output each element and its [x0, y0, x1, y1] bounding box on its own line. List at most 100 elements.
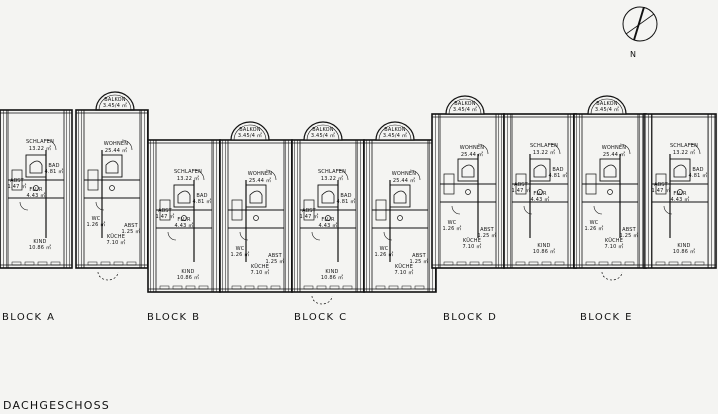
- room-label: WC: [92, 216, 101, 222]
- wall-rect: [244, 285, 255, 290]
- wall-rect: [50, 261, 61, 266]
- room-label: KÜCHE: [107, 233, 125, 240]
- room-label: BALKON: [454, 101, 476, 107]
- room-label: ABST: [124, 223, 139, 229]
- wall-rect: [554, 261, 565, 266]
- door-swing: [523, 205, 533, 215]
- room-label: 10.86 ㎡: [29, 244, 51, 251]
- room-label: KIND: [537, 243, 550, 249]
- room-label: 1.26 ㎡: [585, 225, 604, 232]
- block-d-label: BLOCK D: [443, 312, 497, 323]
- wall-rect: [126, 261, 137, 266]
- wall-rect: [655, 261, 666, 266]
- wall-rect: [24, 261, 35, 266]
- wall-rect: [185, 285, 196, 290]
- wall-rect: [694, 261, 705, 266]
- room-label: 13.22 ㎡: [29, 145, 51, 152]
- room-label: WOHNEN: [602, 145, 627, 151]
- room-label: 4.81 ㎡: [45, 168, 64, 175]
- toilet-icon: [253, 215, 259, 221]
- room-label: WOHNEN: [104, 141, 129, 147]
- hatched-wall: [355, 139, 365, 293]
- wall-rect: [11, 169, 23, 191]
- room-label: 1.25 ㎡: [620, 232, 639, 239]
- door-swing: [337, 169, 349, 181]
- room-label: 1.25 ㎡: [478, 232, 497, 239]
- wall-rect: [11, 261, 22, 266]
- wall-rect: [231, 199, 243, 221]
- room-label: 7.10 ㎡: [251, 269, 270, 276]
- door-swing: [477, 143, 489, 155]
- wall-rect: [375, 199, 387, 221]
- hatched-wall: [75, 109, 85, 269]
- room-label: KÜCHE: [395, 263, 413, 270]
- balcony: [587, 95, 627, 115]
- door-swing: [45, 139, 57, 151]
- room-label: KÜCHE: [251, 263, 269, 270]
- room-label: FLUR: [29, 187, 43, 193]
- hatched-wall: [573, 113, 583, 269]
- block-b-label: BLOCK B: [147, 312, 200, 323]
- wall-rect: [456, 261, 467, 266]
- room-label: 4.43 ㎡: [671, 196, 690, 203]
- north-label: N: [630, 50, 636, 59]
- entry-arc: [601, 271, 623, 281]
- balcony-outline: [445, 95, 485, 115]
- wall-rect: [414, 285, 425, 290]
- wall-rect: [231, 285, 242, 290]
- bathtub-icon: [603, 164, 617, 178]
- wall-rect: [159, 285, 170, 290]
- door-swing: [95, 201, 105, 211]
- wall-rect: [389, 184, 411, 208]
- room-label: BAD: [340, 193, 351, 199]
- room-label: 1.47 ㎡: [512, 187, 531, 194]
- room-label: SCHLAFEN: [670, 143, 698, 149]
- wall-rect: [599, 158, 621, 182]
- balcony-outline: [303, 121, 343, 141]
- bathtub-icon: [321, 190, 335, 204]
- door-swing: [121, 139, 133, 151]
- balcony: [375, 121, 415, 141]
- room-label: 4.43 ㎡: [27, 192, 46, 199]
- room-label: ABST: [302, 208, 317, 214]
- entry-arc: [311, 295, 333, 305]
- room-label: ABST: [480, 227, 495, 233]
- room-label: KIND: [677, 243, 690, 249]
- block-c-label: BLOCK C: [294, 312, 347, 323]
- units-layer: [0, 91, 717, 305]
- balcony-rail: [448, 98, 482, 115]
- door-swing: [311, 231, 321, 241]
- block-e-label: BLOCK E: [580, 312, 633, 323]
- room-label: 13.22 ㎡: [673, 149, 695, 156]
- room-label: 7.10 ㎡: [463, 243, 482, 250]
- balcony-outline: [587, 95, 627, 115]
- wall-rect: [113, 261, 124, 266]
- balcony-outline: [95, 91, 135, 111]
- room-label: 1.47 ㎡: [156, 213, 175, 220]
- room-label: 7.10 ㎡: [605, 243, 624, 250]
- room-label: BALKON: [596, 101, 618, 107]
- bathtub-icon: [533, 164, 547, 178]
- room-label: FLUR: [673, 191, 687, 197]
- door-swing: [19, 201, 29, 211]
- hatched-wall: [283, 139, 293, 293]
- room-label: WC: [590, 220, 599, 226]
- door-swing: [689, 143, 701, 155]
- wall-rect: [668, 261, 679, 266]
- wall-rect: [257, 285, 268, 290]
- toilet-icon: [465, 189, 471, 195]
- room-label: 25.44 ㎡: [393, 177, 415, 184]
- door-swing: [193, 169, 205, 181]
- room-label: 13.22 ㎡: [177, 175, 199, 182]
- wall-rect: [401, 285, 412, 290]
- toilet-icon: [325, 215, 331, 221]
- wall-rect: [443, 173, 455, 195]
- room-label: 13.22 ㎡: [321, 175, 343, 182]
- room-label: 4.43 ㎡: [175, 222, 194, 229]
- room-label: FLUR: [321, 217, 335, 223]
- toilet-icon: [677, 189, 683, 195]
- wall-rect: [529, 158, 551, 182]
- room-label: 3.45/4 ㎡: [311, 132, 335, 139]
- wall-rect: [643, 113, 717, 269]
- north-arrow-icon: N: [622, 6, 658, 59]
